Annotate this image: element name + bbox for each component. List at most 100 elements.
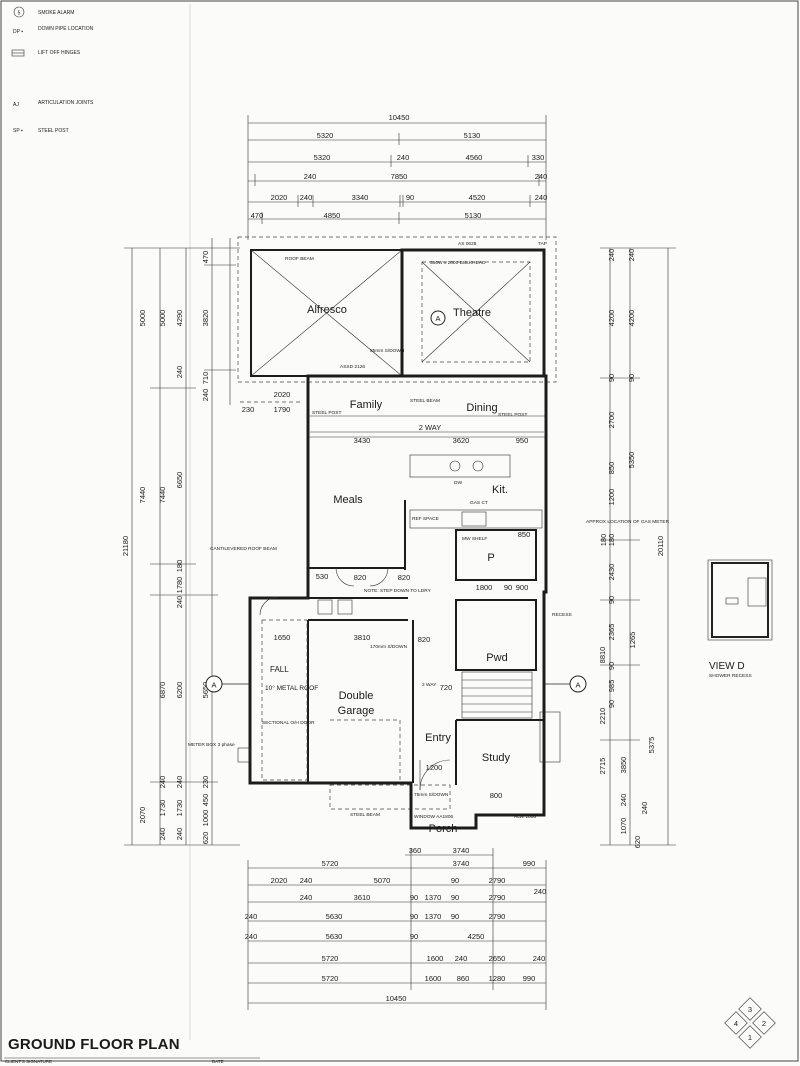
dim-label: 230 [201,776,210,789]
dim-label: 1370 [425,912,442,921]
section-markers: A A A [205,310,587,693]
steel-post-icon: SP ▪ [13,128,23,134]
building-outline [237,236,561,830]
dim-label: 3610 [354,893,371,902]
dim-label: 3820 [201,310,210,327]
room-label-pantry: P [487,552,494,564]
dim-label: 1790 [274,405,291,414]
note: MW SHELF [462,536,487,542]
note: SECTIONAL O/H DOOR [262,720,315,726]
compass-label: 4 [734,1019,738,1028]
dim-label: 5720 [322,974,339,983]
dim-label: 820 [418,635,431,644]
plan-notes: ROOF BEAM 350W x 2000 BULKHEAD AS 0628 T… [188,241,670,820]
dim-label: 4200 [627,310,636,327]
dim-label: 2210 [598,708,607,725]
dim-label: 230 [242,405,255,414]
dim-label: 3850 [619,757,628,774]
note: 75mm S/DOWN [414,792,449,798]
dim-label: 1730 [158,800,167,817]
note: DW [454,480,462,486]
dim-label: 985 [607,680,616,693]
dim-label: 3810 [354,633,371,642]
dim-label: 330 [532,153,545,162]
lift-off-hinge-icon [11,49,25,57]
dim-label: 2790 [489,876,506,885]
room-label-garage-line2: Garage [338,705,375,717]
view-d-detail: VIEW D SHOWER RECESS [707,559,773,679]
dim-label: 240 [619,794,628,807]
dim-label: 5070 [374,876,391,885]
right-dimension-labels: 20110 240 4200 90 2700 850 1200 180 2430… [598,249,665,849]
dim-label: 7440 [158,487,167,504]
dim-label: 2020 [271,193,288,202]
legend-symbol: AJ [13,102,19,108]
dim-label: 1800 [476,583,493,592]
dim-label: 4560 [466,153,483,162]
dim-label: 240 [640,802,649,815]
legend-label: LIFT OFF HINGES [38,50,81,56]
dim-label: 7440 [138,487,147,504]
top-dimension-labels: 10450 5320 5130 5320 240 4560 330 240 78… [251,113,548,220]
dim-label: 820 [398,573,411,582]
kitchen-bench [409,509,543,529]
dim-label: 2650 [489,954,506,963]
dim-label: 620 [633,836,642,849]
room-label-family: Family [350,399,383,411]
dim-label: 90 [504,583,512,592]
dim-label: 21180 [121,536,130,556]
dim-label: 1200 [426,763,443,772]
dim-label: 240 [175,828,184,841]
left-dimensions [124,238,240,846]
dim-label: 240 [534,887,547,896]
dim-label: 8810 [598,647,607,664]
dim-label: 1265 [628,632,637,649]
dim-label: 240 [300,893,313,902]
dim-label: 360 [409,846,422,855]
dim-label: 5720 [322,859,339,868]
dim-label: 240 [304,172,317,181]
dim-label: 1370 [425,893,442,902]
dim-label: 20110 [656,536,665,556]
dim-label: 6650 [175,472,184,489]
dim-label: 1730 [175,800,184,817]
dim-label: 2700 [607,412,616,429]
dim-label: 240 [300,193,313,202]
compass-rose-icon: 3 2 1 4 [724,997,776,1049]
dim-label: 1600 [427,954,444,963]
compass-label: 3 [748,1005,752,1014]
dim-label: 3340 [352,193,369,202]
legend-symbol: SP ▪ [13,128,23,134]
dim-label: 180 [607,534,616,547]
dim-label: 2715 [598,758,607,775]
dim-label: 720 [440,683,453,692]
dim-label: 240 [535,193,548,202]
dim-label: 5000 [138,310,147,327]
dim-label: 90 [410,912,418,921]
note: WINDOW AA1806 [414,814,454,820]
powder-room-walls [455,599,537,671]
legend: 5 SMOKE ALARM DP ▪ DOWN PIPE LOCATION LI… [11,6,94,134]
dim-label: 240 [533,954,546,963]
dim-label: 180 [175,560,184,573]
dim-label: 240 [245,932,258,941]
legend-symbol: DP ▪ [13,29,23,35]
dim-label: 10450 [389,113,410,122]
bottom-dimensions [247,848,547,1010]
room-label-powder: Pwd [486,652,507,664]
note: 10° METAL ROOF [265,684,318,692]
view-d-title: VIEW D [709,661,745,672]
dim-label: 5320 [314,153,331,162]
section-marker-icon: A [205,675,223,693]
dim-label: 90 [607,374,616,382]
dim-label: 5350 [627,452,636,469]
room-label-study: Study [482,752,511,764]
dim-label: 5130 [465,211,482,220]
note: AS 0628 [458,241,477,247]
section-label: A [435,314,440,323]
dim-label: 850 [518,530,531,539]
section-label: A [575,681,580,690]
dim-label: 90 [607,700,616,708]
dim-label: 5000 [158,310,167,327]
